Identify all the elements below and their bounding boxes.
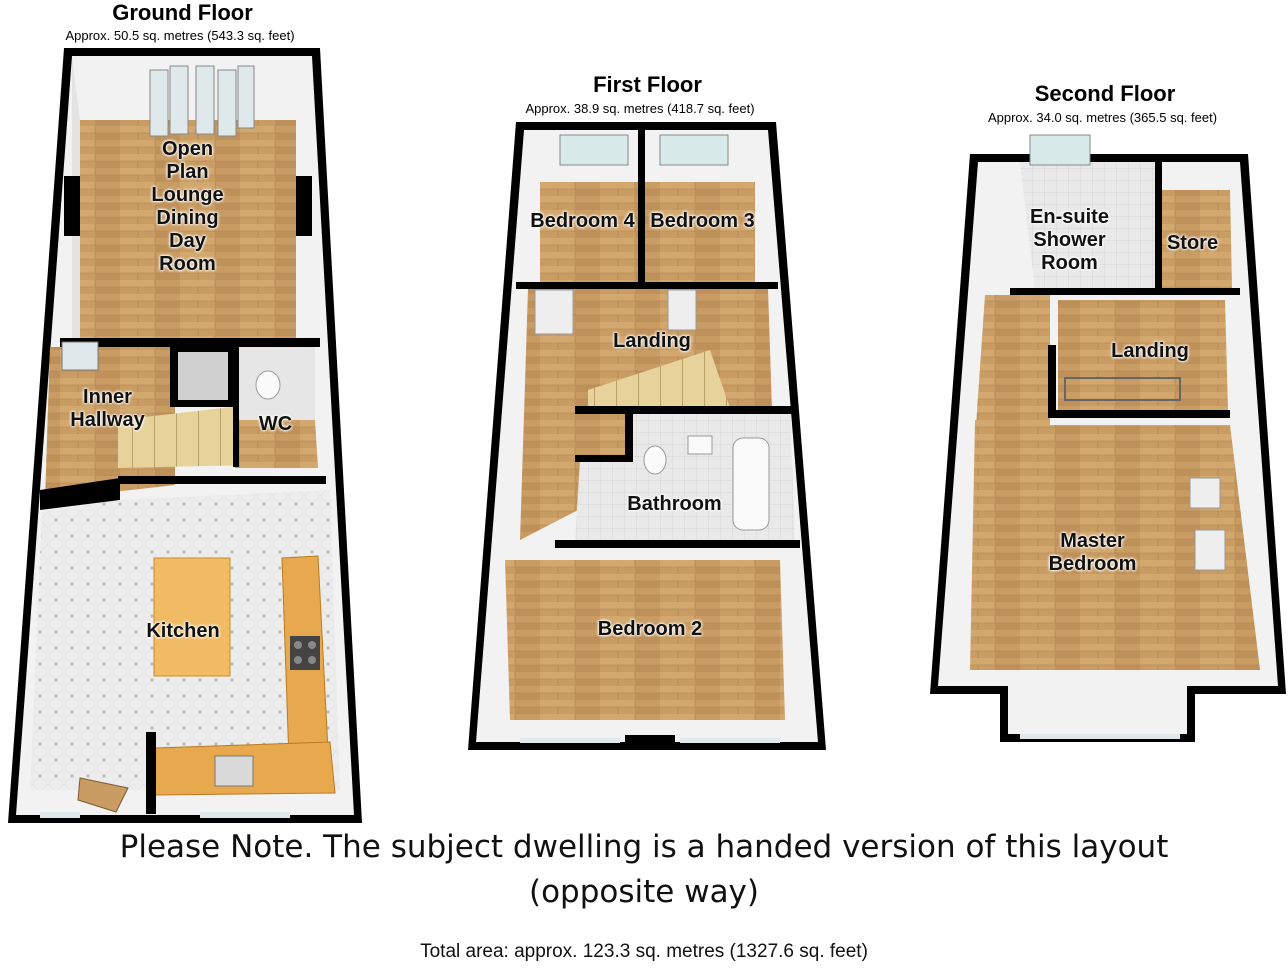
second-floor-area: Approx. 34.0 sq. metres (365.5 sq. feet) [987,110,1218,125]
note-text: Please Note. The subject dwelling is a h… [119,829,1169,910]
total-area: Total area: approx. 123.3 sq. metres (13… [420,941,868,962]
room-inner-hallway: Inner Hallway [70,386,145,431]
first-floor-plan [468,122,826,750]
ground-floor-plan [8,48,362,823]
room-ensuite-shower: En-suite Shower Room [1030,206,1109,274]
ground-floor-area: Approx. 50.5 sq. metres (543.3 sq. feet) [65,28,295,43]
room-landing-first: Landing [613,330,691,352]
second-floor-plan [930,134,1286,742]
room-landing-second: Landing [1111,340,1189,362]
room-store: Store [1166,232,1219,254]
room-bathroom: Bathroom [627,493,722,515]
room-bedroom-2: Bedroom 2 [597,618,703,640]
room-kitchen: Kitchen [146,620,220,642]
room-bedroom-3: Bedroom 3 [650,210,755,232]
room-open-plan-lounge: Open Plan Lounge Dining Day Room [151,138,224,275]
ground-floor-title: Ground Floor [112,0,253,25]
first-floor-title: First Floor [593,72,702,97]
room-bedroom-4: Bedroom 4 [530,210,635,232]
first-floor-area: Approx. 38.9 sq. metres (418.7 sq. feet) [525,101,755,116]
room-wc: WC [258,413,293,435]
second-floor-title: Second Floor [1034,81,1176,106]
room-master-bedroom: Master Bedroom [1048,530,1137,575]
handed-layout-note: Please Note. The subject dwelling is a h… [0,825,1288,915]
